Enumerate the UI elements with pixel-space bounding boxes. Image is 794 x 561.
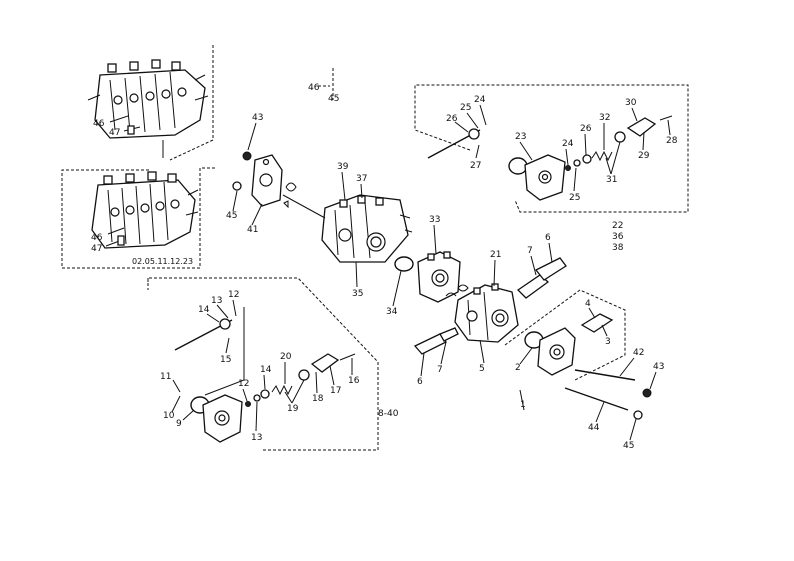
- label-47-upper: 47: [109, 128, 120, 138]
- label-8-40: 8-40: [378, 409, 399, 419]
- label-10: 10: [163, 411, 175, 421]
- label-14-top: 14: [198, 305, 210, 315]
- label-36: 36: [612, 232, 624, 242]
- label-44: 44: [588, 423, 600, 433]
- label-11: 11: [160, 372, 171, 382]
- label-24-top: 24: [474, 95, 486, 105]
- label-31: 31: [606, 175, 617, 185]
- reference-code: 02.05.11.12.23: [132, 257, 193, 266]
- label-3: 3: [605, 337, 611, 347]
- label-47-lower: 47: [91, 244, 102, 254]
- label-34: 34: [386, 307, 398, 317]
- label-14-mid: 14: [260, 365, 272, 375]
- label-25-mid: 25: [569, 193, 580, 203]
- label-32: 32: [599, 113, 610, 123]
- label-46-lower: 46: [91, 233, 103, 243]
- label-42: 42: [633, 348, 644, 358]
- inset-assembly-lower: 46 47 02.05.11.12.23: [61, 167, 215, 269]
- label-13-top: 13: [211, 296, 222, 306]
- label-45-right: 45: [623, 441, 634, 451]
- label-15: 15: [220, 355, 231, 365]
- label-38: 38: [612, 243, 624, 253]
- label-46-upper: 46: [93, 119, 105, 129]
- label-21: 21: [490, 250, 501, 260]
- label-26-left: 26: [446, 114, 458, 124]
- label-22: 22: [612, 221, 623, 231]
- label-16: 16: [348, 376, 360, 386]
- label-24-mid: 24: [562, 139, 574, 149]
- label-20: 20: [280, 352, 292, 362]
- label-29: 29: [638, 151, 650, 161]
- label-39: 39: [337, 162, 349, 172]
- bottom-left-section-group: 8-40 14 13 12 15 11 10 9 12 13 14 20 19: [147, 277, 399, 451]
- label-9: 9: [176, 419, 182, 429]
- label-43-upper: 43: [252, 113, 263, 123]
- label-12-top: 12: [228, 290, 239, 300]
- valve-bank-lower-drawing: [91, 171, 199, 249]
- top-right-section-group: 26 25 24 27 23 24 25 26 32 31 30 29 2: [414, 84, 689, 253]
- callout-46-45: 46 45: [308, 68, 339, 104]
- label-6-right: 6: [545, 233, 551, 243]
- label-25-top: 25: [460, 103, 471, 113]
- label-18: 18: [312, 394, 324, 404]
- label-35: 35: [352, 289, 363, 299]
- label-43-right: 43: [653, 362, 664, 372]
- label-27: 27: [470, 161, 481, 171]
- label-23: 23: [515, 132, 526, 142]
- valve-bank-upper-drawing: [87, 59, 209, 139]
- label-19: 19: [287, 404, 299, 414]
- inset-assembly-upper: 46 47: [87, 45, 214, 161]
- label-17: 17: [330, 386, 341, 396]
- label-5: 5: [479, 364, 485, 374]
- label-28: 28: [666, 136, 678, 146]
- label-12-mid: 12: [238, 379, 249, 389]
- label-1: 1: [520, 400, 526, 410]
- label-7-right: 7: [527, 246, 533, 256]
- label-7-left: 7: [437, 365, 443, 375]
- label-13-mid: 13: [251, 433, 262, 443]
- label-26-right: 26: [580, 124, 592, 134]
- main-valve-body-39: 39 37 35: [282, 162, 413, 299]
- label-45-left: 45: [226, 211, 237, 221]
- label-6-left: 6: [417, 377, 423, 387]
- label-41: 41: [247, 225, 258, 235]
- end-section-group: 2 4 3 1 42 43 44 45: [504, 289, 664, 451]
- label-45-top: 45: [328, 94, 339, 104]
- section-33: 34 33: [386, 215, 469, 317]
- inlet-cover-group: 43 45 41: [226, 113, 297, 235]
- label-37: 37: [356, 174, 367, 184]
- label-2: 2: [515, 363, 521, 373]
- label-30: 30: [625, 98, 637, 108]
- label-33: 33: [429, 215, 440, 225]
- label-4: 4: [585, 299, 591, 309]
- label-46-top: 46: [308, 83, 320, 93]
- section-21: 21 5 7 6 6 7: [413, 233, 567, 387]
